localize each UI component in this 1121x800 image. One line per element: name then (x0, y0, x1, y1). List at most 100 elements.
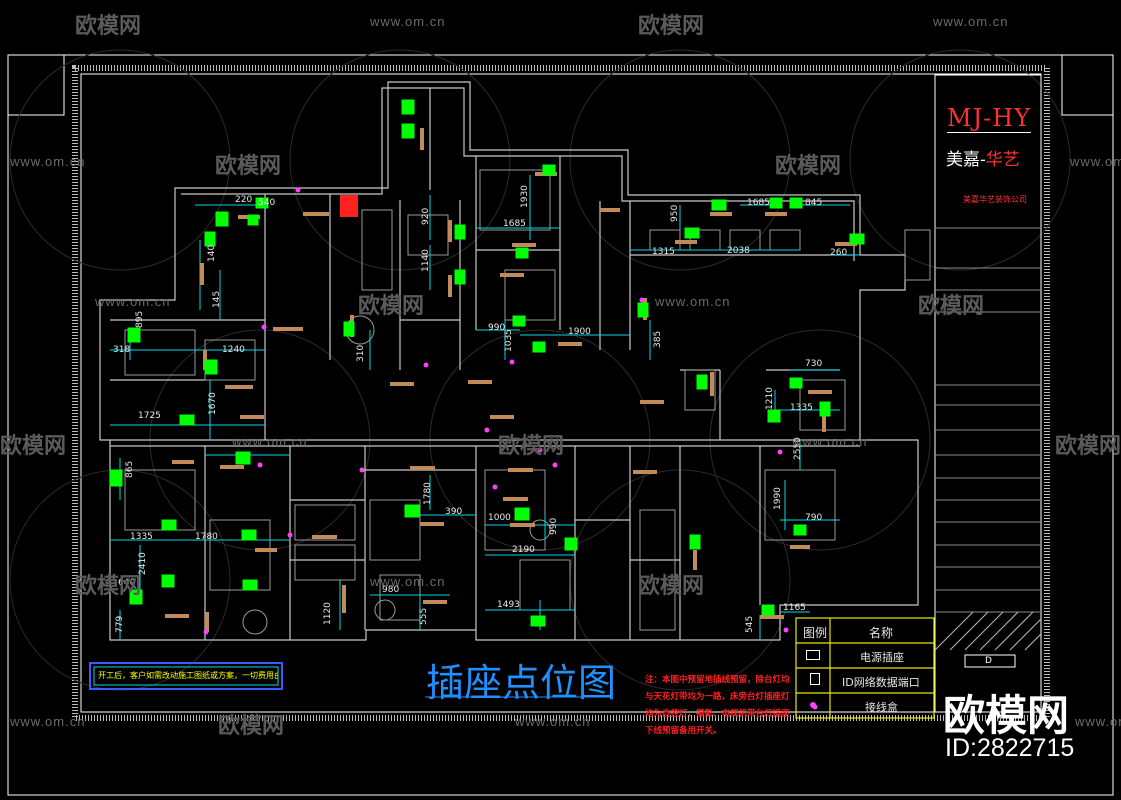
watermark-logo-4: 欧模网 (775, 154, 842, 179)
svg-text:1335: 1335 (130, 532, 153, 542)
title-block (934, 74, 1042, 713)
watermark-url-4: www.om.cn (1070, 154, 1121, 169)
svg-text:730: 730 (805, 359, 822, 369)
svg-text:260: 260 (830, 248, 847, 258)
watermark-logo-1: 欧模网 (75, 14, 142, 39)
watermark-url-11: www.om.cn (515, 714, 591, 729)
svg-text:1900: 1900 (568, 327, 591, 337)
dimension-labels: 220 540 145 140 895 1240 318 1670 1725 8… (113, 185, 847, 633)
svg-text:990: 990 (549, 518, 559, 535)
watermark-logo-6: 欧模网 (918, 294, 985, 319)
drawing-number: D (985, 656, 992, 666)
legend-header-name: 名称 (869, 626, 894, 640)
svg-text:790: 790 (805, 513, 822, 523)
svg-text:310: 310 (356, 345, 366, 362)
watermark-url-6: www.om.cn (655, 294, 731, 309)
svg-text:845: 845 (805, 198, 822, 208)
watermark-url-12: www.om.cn (1075, 714, 1121, 729)
svg-text:140: 140 (207, 245, 217, 262)
legend-row-name: 接线盒 (865, 701, 898, 714)
svg-text:220: 220 (235, 195, 252, 205)
svg-text:1210: 1210 (765, 387, 775, 410)
svg-text:895: 895 (135, 311, 145, 328)
svg-text:920: 920 (421, 208, 431, 225)
drawing-number-box (964, 654, 1016, 668)
svg-text:1670: 1670 (208, 392, 218, 415)
svg-text:1165: 1165 (783, 603, 806, 613)
svg-text:1780: 1780 (423, 482, 433, 505)
drawing-border-hatch (72, 65, 1050, 721)
svg-text:1780: 1780 (195, 532, 218, 542)
watermark-circles (9, 49, 1071, 691)
red-panel (340, 195, 358, 217)
svg-text:1930: 1930 (520, 185, 530, 208)
sheet-outer-frame (7, 54, 1114, 796)
svg-text:1240: 1240 (222, 345, 245, 355)
svg-text:2410: 2410 (138, 552, 148, 575)
svg-text:1000: 1000 (488, 513, 511, 523)
watermark-id: ID:2822715 (945, 734, 1075, 762)
watermark-url-3: www.om.cn (10, 154, 86, 169)
drawing-title: 插座点位图 (426, 661, 617, 705)
watermark-logo-8: 欧模网 (498, 434, 565, 459)
watermark-logo-9: 欧模网 (1055, 434, 1121, 459)
svg-text:950: 950 (670, 205, 680, 222)
svg-text:390: 390 (445, 507, 462, 517)
svg-text:2190: 2190 (512, 545, 535, 555)
svg-text:1685: 1685 (747, 198, 770, 208)
svg-text:1120: 1120 (323, 602, 333, 625)
svg-text:545: 545 (745, 616, 755, 633)
title-block-logo-cn: 美嘉-华艺 (946, 150, 1020, 170)
title-block-hatch (934, 611, 1042, 651)
legend-grid (795, 617, 935, 719)
watermark-logo-3: 欧模网 (215, 154, 282, 179)
svg-text:2550: 2550 (793, 437, 803, 460)
svg-text:640: 640 (118, 578, 135, 588)
watermark-url-10: www.om.cn (10, 714, 86, 729)
watermark-logo-10: 欧模网 (75, 574, 142, 599)
power-socket-icon (806, 650, 820, 660)
dimension-lines (110, 175, 860, 640)
svg-text:385: 385 (653, 331, 663, 348)
svg-text:1140: 1140 (421, 249, 431, 272)
svg-text:540: 540 (258, 198, 275, 208)
svg-text:990: 990 (488, 323, 505, 333)
svg-text:779: 779 (115, 616, 125, 633)
note-box-inner (93, 666, 279, 686)
watermark-url-8: www.om.cn (792, 434, 868, 449)
note-left: 开工后，客户如需改动施工图纸或方案，一切费用由客户承担。 (98, 671, 278, 680)
svg-text:2038: 2038 (727, 246, 750, 256)
svg-text:1685: 1685 (503, 219, 526, 229)
watermark-url-9: www.om.cn (370, 574, 446, 589)
legend-header-symbol: 图例 (803, 626, 828, 640)
svg-text:1315: 1315 (652, 247, 675, 257)
watermark-url-2: www.om.cn (933, 14, 1009, 29)
legend-row-name: 电源插座 (860, 651, 904, 664)
note-right: 注：本图中预留地插线预留，除台灯均与天花灯带均为一路，床旁台灯插座灯均为自控灯，… (645, 675, 790, 736)
junction-box-icon (810, 702, 816, 708)
svg-text:318: 318 (113, 345, 130, 355)
legend-row-name: ID网络数据端口 (842, 676, 920, 689)
watermark-brand: 欧模网 (943, 691, 1070, 740)
svg-text:865: 865 (125, 461, 135, 478)
svg-text:145: 145 (212, 291, 222, 308)
watermark-logo-7: 欧模网 (0, 434, 67, 459)
svg-text:1493: 1493 (497, 600, 520, 610)
furniture-outlines (124, 169, 931, 635)
title-block-rows (935, 227, 1041, 613)
watermark-logo-12: 欧模网 (218, 714, 285, 739)
socket-symbols (109, 99, 865, 627)
watermark-url-7: www.om.cn (232, 434, 308, 449)
watermark-url-5: www.om.cn (95, 294, 171, 309)
svg-text:1990: 1990 (773, 487, 783, 510)
watermark-logo-11: 欧模网 (638, 574, 705, 599)
svg-text:1335: 1335 (790, 403, 813, 413)
network-port-icon (810, 673, 820, 685)
svg-text:1725: 1725 (138, 411, 161, 421)
corner-box-tl (7, 54, 65, 116)
title-block-company: 美嘉华艺装饰公司 (963, 195, 1027, 204)
watermark-logo-5: 欧模网 (358, 294, 425, 319)
corner-box-tr (1061, 54, 1114, 116)
title-block-logo-en: MJ-HY (947, 104, 1032, 133)
